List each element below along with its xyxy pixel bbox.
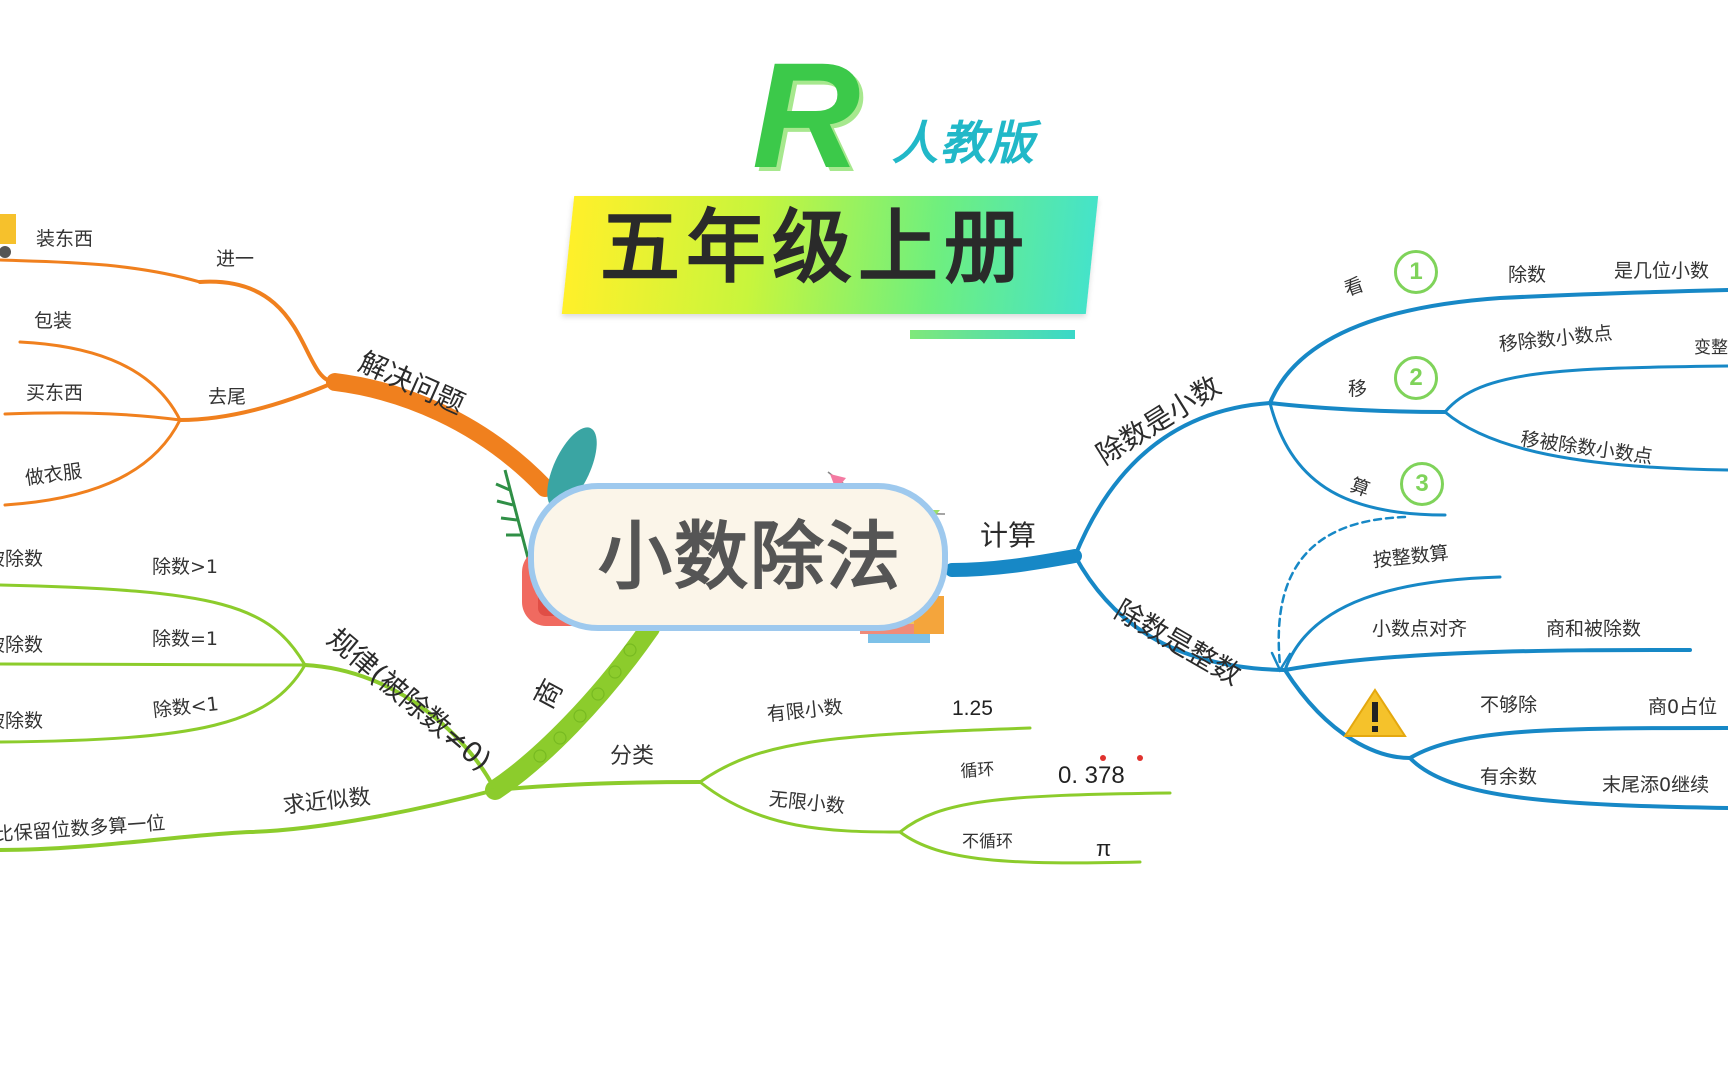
- solve-mai: 买东西: [26, 382, 84, 404]
- solve-baozhuang: 包装: [34, 310, 73, 332]
- repeat-dots: [1100, 755, 1143, 761]
- solve-quwei: 去尾: [208, 386, 247, 408]
- solve-jinyi: 进一: [216, 248, 255, 270]
- brand-edition: 人教版: [892, 116, 1036, 170]
- warning-icon: [1343, 688, 1407, 737]
- step-3-badge: 3: [1400, 462, 1444, 506]
- dashed-arrow-head: [1270, 651, 1292, 673]
- branch-calc-trunk: [945, 549, 1082, 577]
- branch-decimal: [1073, 401, 1272, 558]
- center-node: [528, 483, 948, 631]
- integer-shang0: 商0占位: [1648, 696, 1718, 718]
- branch-duiqi: [1283, 648, 1692, 672]
- branch-cycle: [898, 791, 1172, 834]
- grade-underline: [910, 330, 1075, 339]
- branch-yi: [1268, 401, 1447, 414]
- branch-anzheng: [1283, 575, 1502, 672]
- truck-icon: [0, 214, 16, 258]
- center-title: 小数除法: [598, 514, 902, 600]
- branch-classify: [493, 780, 702, 792]
- solve-zhuang: 装东西: [36, 228, 94, 250]
- branch-zuoyi: [3, 418, 182, 507]
- branch-rule-lt: [0, 663, 307, 744]
- calc-title: 计算: [980, 519, 1037, 552]
- integer-yushu: 有余数: [1480, 766, 1538, 788]
- branch-suan: [1268, 401, 1447, 517]
- rule-eq: 除数=1: [152, 628, 219, 650]
- branch-solve-main: [198, 279, 337, 384]
- step-2-badge: 2: [1394, 356, 1438, 400]
- branch-rule-gt: [0, 583, 307, 667]
- decimal-bianzheng: 变整: [1694, 338, 1728, 358]
- branch-yi-bottom: [1443, 410, 1728, 472]
- branch-mai: [3, 411, 182, 422]
- decimal-yi: 移: [1348, 378, 1368, 400]
- branch-finite: [698, 726, 1032, 784]
- brand-letter: R: [752, 31, 861, 199]
- branch-approx: [0, 788, 497, 852]
- branch-kan: [1268, 288, 1728, 405]
- classify-title: 分类: [610, 744, 655, 769]
- decimal-jiwei: 是几位小数: [1614, 260, 1710, 282]
- classify-finite-ex: 1.25: [952, 697, 993, 720]
- branch-bugou: [1408, 726, 1728, 760]
- classify-cycle: 循环: [959, 759, 996, 782]
- dashed-arrow: [1277, 515, 1407, 667]
- decimal-chushu: 除数: [1508, 264, 1547, 286]
- integer-duiqi: 小数点对齐: [1372, 618, 1468, 640]
- branch-infinite: [698, 780, 902, 834]
- branch-noncycle: [898, 830, 1142, 865]
- rule-b1: 被除数: [0, 548, 44, 570]
- rule-b2: 被除数: [0, 634, 44, 656]
- grade-title: 五年级上册: [600, 201, 1030, 294]
- branch-rule: [303, 663, 497, 792]
- rule-gt: 除数>1: [152, 556, 219, 578]
- integer-tian0: 末尾添0继续: [1602, 774, 1710, 796]
- integer-shanghe: 商和被除数: [1546, 618, 1642, 640]
- honeycomb-pattern: [533, 643, 637, 763]
- leaf-decoration: [495, 427, 597, 559]
- branch-rule-eq: [0, 662, 307, 667]
- branch-shang-trunk: [485, 618, 660, 800]
- classify-noncycle-ex: π: [1096, 836, 1112, 861]
- branch-yi-top: [1443, 364, 1728, 414]
- branch-quwei-main: [178, 380, 337, 422]
- branch-warn: [1283, 668, 1412, 760]
- branch-yushu: [1408, 756, 1728, 810]
- rule-b3: 被除数: [0, 710, 44, 732]
- branch-jinyi: [0, 258, 202, 284]
- branch-integer: [1073, 554, 1287, 672]
- classify-noncycle: 不循环: [962, 832, 1013, 852]
- branch-baozhuang: [18, 340, 182, 422]
- integer-bugou: 不够除: [1480, 694, 1538, 716]
- step-1-badge: 1: [1394, 250, 1438, 294]
- branch-solve-trunk: [326, 373, 554, 497]
- classify-cycle-ex: 0. 378: [1058, 762, 1125, 789]
